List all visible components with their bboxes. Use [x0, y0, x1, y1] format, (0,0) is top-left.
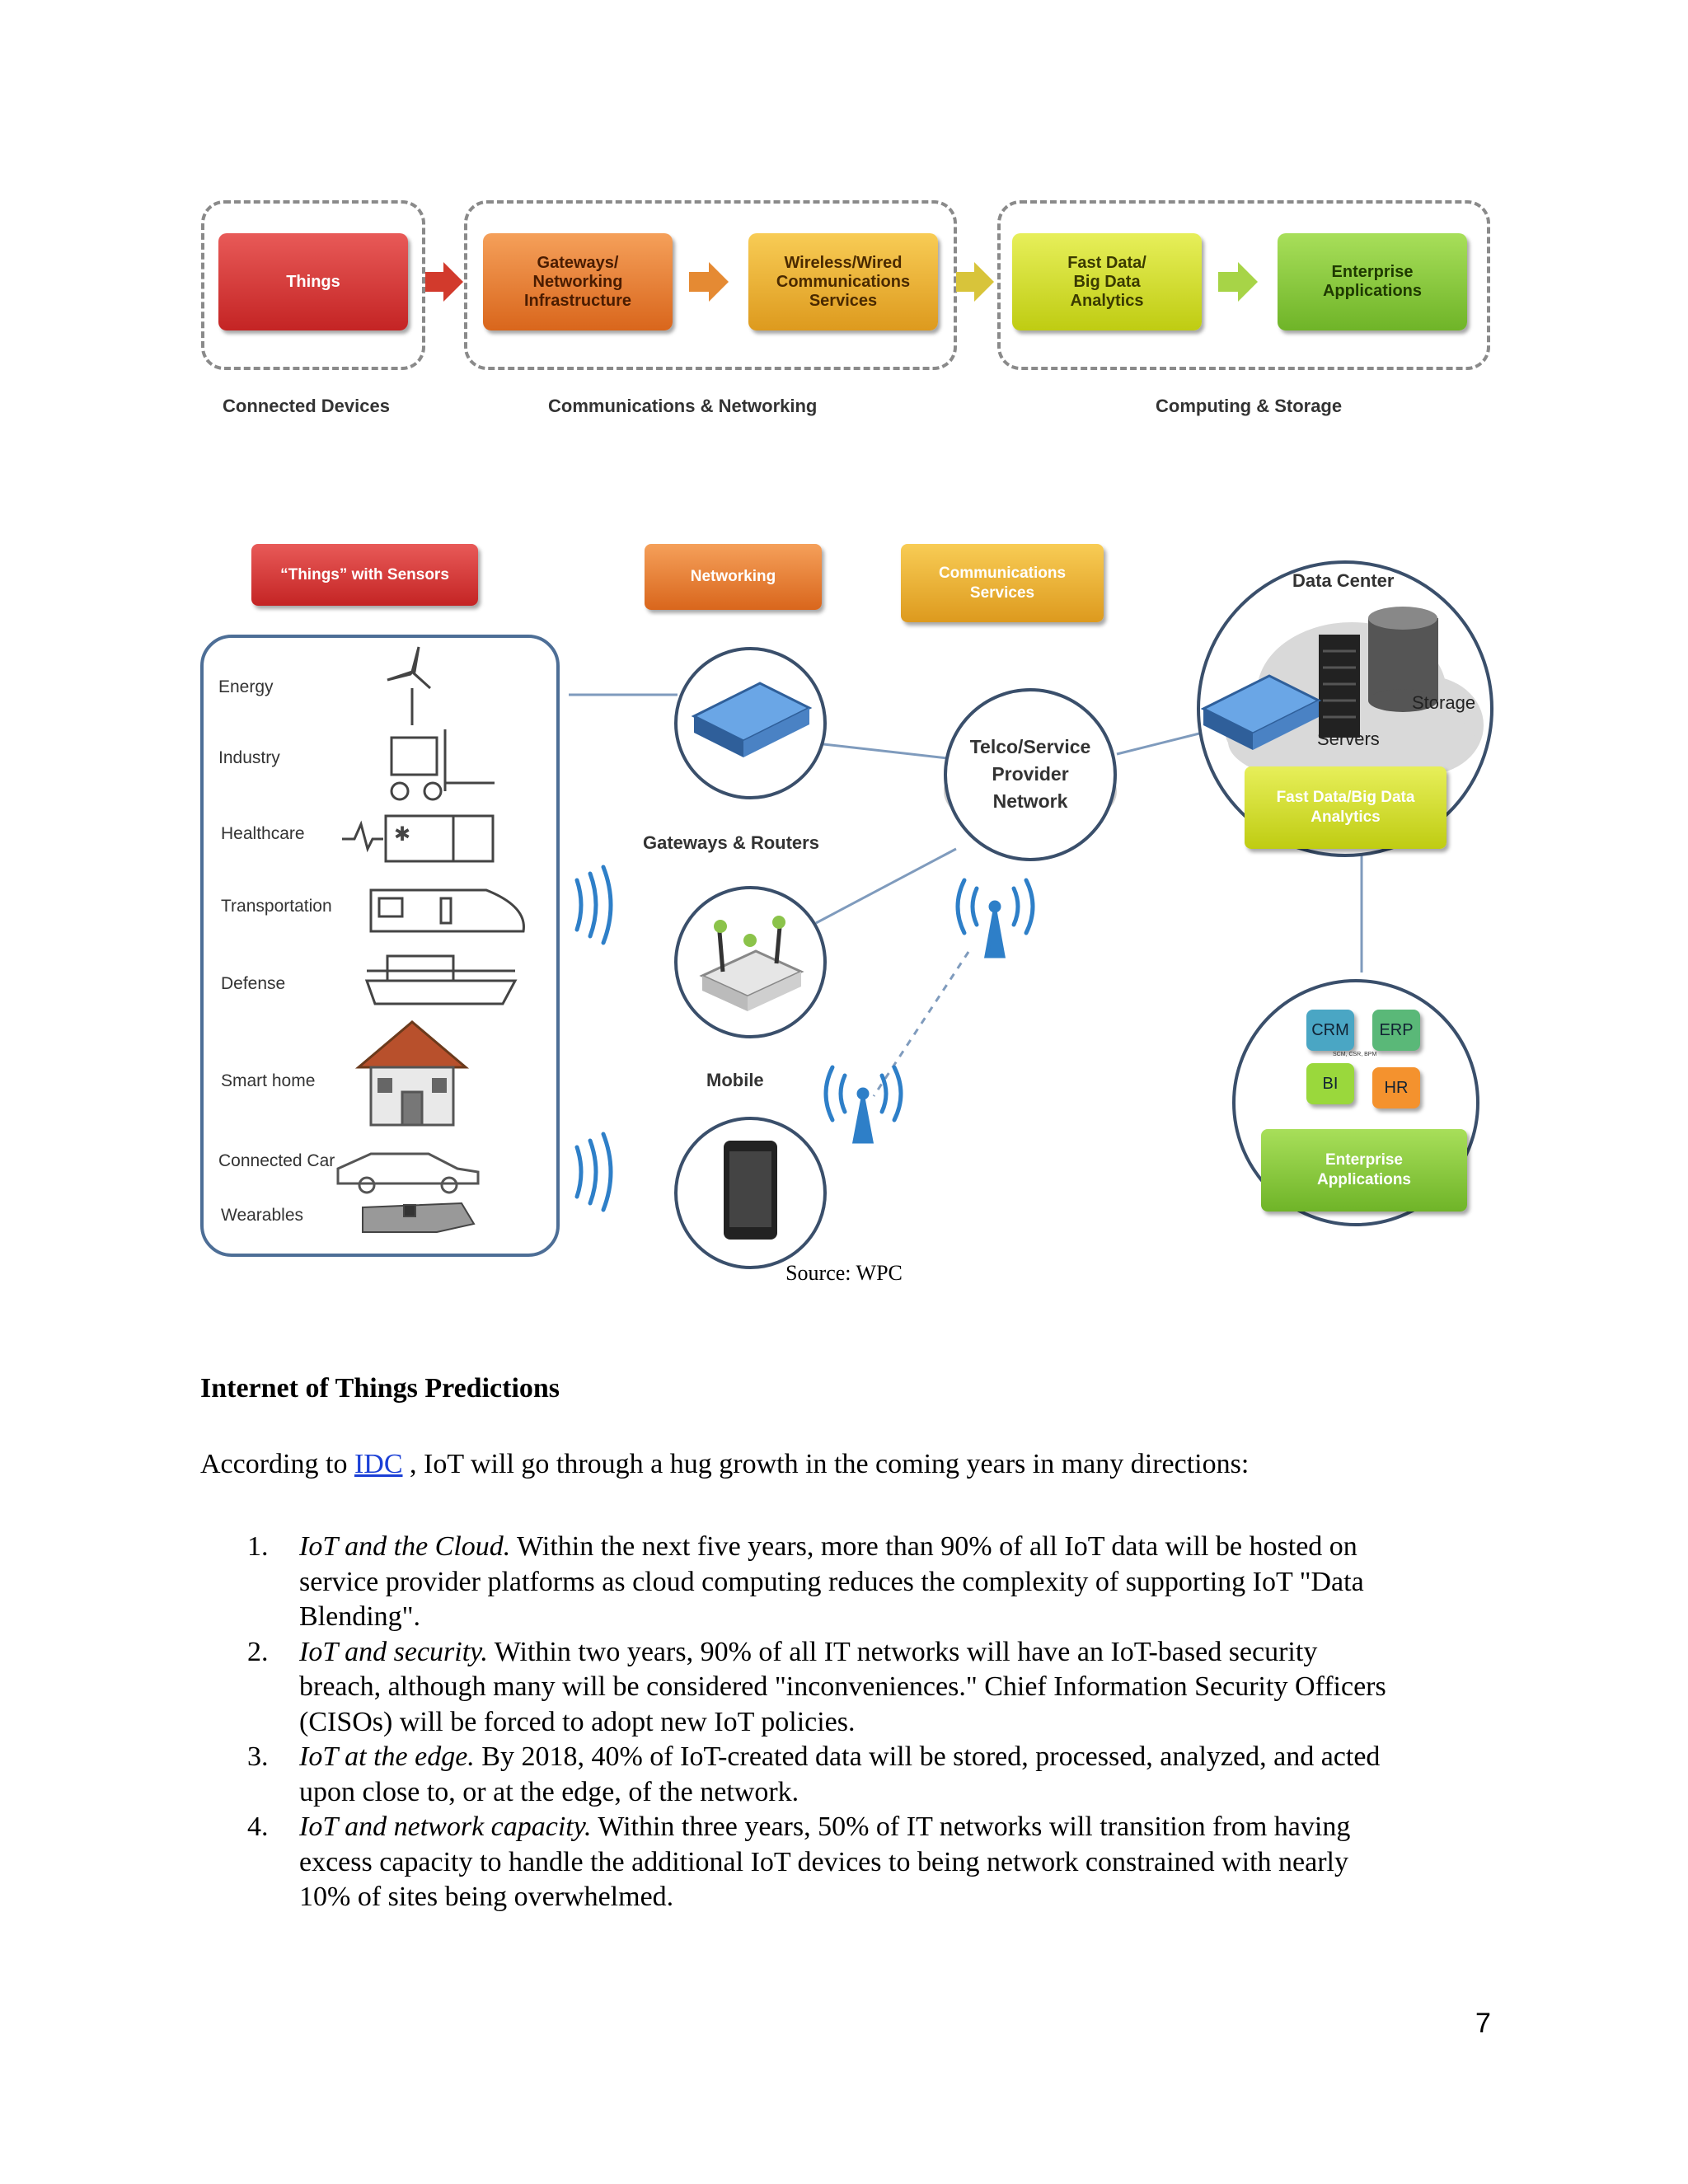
list-item: 4. IoT and network capacity. Within thre…: [200, 1810, 1486, 1915]
list-item: 3. IoT at the edge. By 2018, 40% of IoT-…: [200, 1740, 1486, 1810]
prediction-title: IoT and security.: [299, 1636, 488, 1667]
header-networking: Networking: [645, 544, 822, 610]
data-center-label: Data Center: [1292, 570, 1395, 591]
category-defense: Defense: [221, 974, 286, 993]
antenna-icon: [823, 1065, 903, 1144]
category-transportation: Transportation: [221, 897, 332, 916]
router-circle: [674, 886, 827, 1038]
app-center-label: SCM, CSR, BPM: [1333, 1052, 1377, 1057]
list-number: 4.: [247, 1811, 269, 1842]
group-computing-storage: [997, 200, 1490, 370]
flow-box-enterprise: Enterprise Applications: [1278, 233, 1467, 330]
predictions-list: 1. IoT and the Cloud. Within the next fi…: [200, 1530, 1486, 1915]
house-icon: [354, 1020, 470, 1127]
list-number: 1.: [247, 1531, 269, 1562]
figure-caption: Source: WPC: [785, 1261, 903, 1285]
prediction-line: (CISOs) will be forced to adopt new IoT …: [299, 1706, 856, 1737]
gateway-device-icon: [691, 682, 813, 757]
section-title: Internet of Things Predictions: [200, 1373, 560, 1404]
header-things-with-sensors: “Things” with Sensors: [251, 544, 478, 606]
app-tile-bi: BI: [1306, 1063, 1354, 1104]
flow-box-things: Things: [218, 233, 408, 330]
intro-text-after: , IoT will go through a hug growth in th…: [410, 1449, 1250, 1479]
wearable-icon: [362, 1202, 476, 1233]
prediction-title: IoT and network capacity.: [299, 1811, 592, 1842]
list-item: 2. IoT and security. Within two years, 9…: [200, 1635, 1486, 1741]
data-center-circle: [1197, 560, 1493, 857]
wind-turbine-icon: [387, 646, 432, 725]
flow-arrows: [425, 262, 1258, 302]
intro-text-before: According to: [200, 1449, 348, 1479]
flow-box-gateways: Gateways/ Networking Infrastructure: [483, 233, 673, 330]
flow-box-analytics: Fast Data/ Big Data Analytics: [1012, 233, 1202, 330]
arrow-icon: [425, 262, 463, 302]
prediction-title: IoT and the Cloud.: [299, 1531, 511, 1562]
flow-box-communications: Wireless/Wired Communications Services: [748, 233, 938, 330]
intro-paragraph: According to IDC , IoT will go through a…: [200, 1449, 1249, 1480]
category-healthcare: Healthcare: [221, 824, 305, 843]
group-label-computing: Computing & Storage: [1156, 396, 1343, 416]
prediction-line: service provider platforms as cloud comp…: [299, 1566, 1364, 1597]
prediction-line: By 2018, 40% of IoT-created data will be…: [481, 1741, 1381, 1772]
list-number: 3.: [247, 1741, 269, 1772]
smartphone-icon: [724, 1141, 777, 1240]
mobile-circle: [674, 1117, 827, 1269]
group-communications-networking: [464, 200, 957, 370]
prediction-title: IoT at the edge.: [299, 1741, 475, 1772]
prediction-line: 10% of sites being overwhelmed.: [299, 1882, 674, 1912]
prediction-line: Within three years, 50% of IT networks w…: [598, 1811, 1351, 1842]
prediction-line: breach, although many will be considered…: [299, 1671, 1386, 1702]
list-number: 2.: [247, 1636, 269, 1667]
enterprise-applications-box: Enterprise Applications: [1261, 1129, 1467, 1212]
ship-icon: [364, 954, 518, 1005]
telco-network-label: Telco/Service Provider Network: [969, 736, 1091, 812]
arrow-icon: [689, 262, 729, 302]
analytics-box: Fast Data/Big Data Analytics: [1245, 766, 1447, 849]
page-number: 7: [1475, 2008, 1491, 2039]
svg-text:✱: ✱: [394, 823, 410, 846]
group-connected-devices: [201, 200, 425, 370]
category-connected-car: Connected Car: [218, 1151, 335, 1170]
wireless-signal-icon: [574, 865, 613, 1212]
arrow-icon: [956, 262, 994, 302]
idc-link[interactable]: IDC: [354, 1449, 403, 1479]
app-tile-crm: CRM: [1306, 1010, 1354, 1051]
train-icon: [369, 888, 525, 933]
storage-label: Storage: [1412, 692, 1476, 713]
prediction-line: Within the next five years, more than 90…: [517, 1531, 1357, 1562]
list-item: 1. IoT and the Cloud. Within the next fi…: [200, 1530, 1486, 1635]
app-tile-hr: HR: [1372, 1067, 1420, 1108]
category-wearables: Wearables: [221, 1206, 303, 1225]
mobile-label: Mobile: [706, 1070, 764, 1090]
group-label-communications: Communications & Networking: [548, 396, 818, 416]
car-icon: [336, 1152, 480, 1194]
wifi-router-icon: [699, 916, 804, 1011]
prediction-line: Within two years, 90% of all IT networks…: [494, 1636, 1318, 1667]
servers-label: Servers: [1317, 729, 1380, 749]
prediction-line: upon close to, or at the edge, of the ne…: [299, 1776, 799, 1807]
arrow-icon: [1218, 262, 1258, 302]
prediction-line: excess capacity to handle the additional…: [299, 1846, 1349, 1877]
gateway-circle: [674, 647, 827, 799]
category-smart-home: Smart home: [221, 1071, 316, 1090]
category-industry: Industry: [218, 748, 280, 767]
gateways-routers-label: Gateways & Routers: [643, 832, 819, 853]
group-label-connected-devices: Connected Devices: [223, 396, 390, 416]
things-panel: [200, 635, 560, 1257]
header-communications-services: Communications Services: [901, 544, 1104, 622]
telco-circle: [944, 688, 1117, 861]
category-energy: Energy: [218, 677, 274, 696]
ambulance-icon: ✱: [342, 814, 495, 863]
prediction-line: Blending".: [299, 1601, 421, 1632]
antenna-icon: [955, 878, 1035, 958]
app-tile-erp: ERP: [1372, 1010, 1420, 1051]
forklift-icon: [390, 729, 495, 801]
